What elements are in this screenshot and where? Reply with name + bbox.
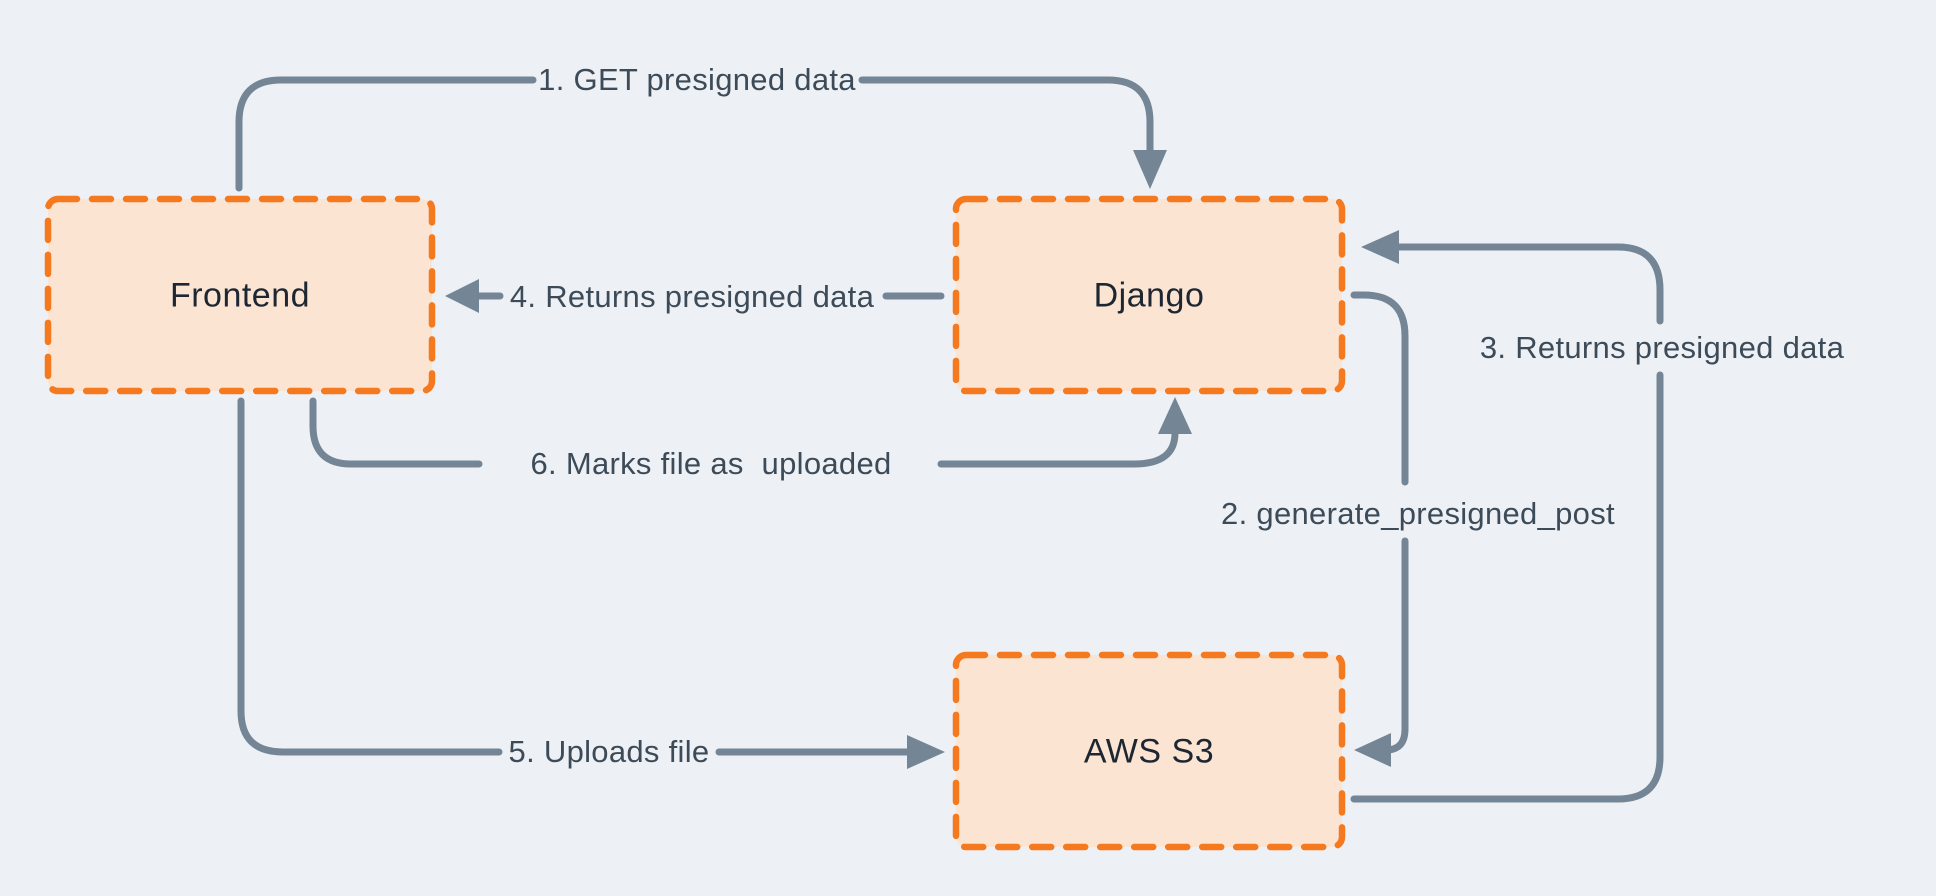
django-node-label: Django bbox=[1093, 276, 1205, 315]
frontend-node-box bbox=[44, 195, 436, 395]
edge-5-arrowhead-icon bbox=[907, 735, 945, 769]
edge-2-arrowhead-icon bbox=[1354, 733, 1391, 767]
aws-s3-node-label: AWS S3 bbox=[1083, 732, 1215, 771]
frontend-node-label: Frontend bbox=[169, 276, 311, 315]
edge-2-label: 2. generate_presigned_post bbox=[1221, 496, 1615, 531]
edge-1-segment-right bbox=[858, 76, 1154, 154]
edge-4-label: 4. Returns presigned data bbox=[509, 279, 875, 314]
edge-2-segment-bottom bbox=[1382, 537, 1409, 754]
edge-3-label: 3. Returns presigned data bbox=[1479, 330, 1845, 365]
edge-3-segment-bottom bbox=[1350, 371, 1664, 803]
edge-1-segment-left bbox=[235, 76, 537, 192]
edge-4-arrowhead-icon bbox=[445, 279, 479, 313]
edge-2-segment-top bbox=[1350, 291, 1409, 486]
django-node-box bbox=[952, 195, 1346, 395]
edge-3-arrowhead-icon bbox=[1361, 230, 1399, 264]
edge-6-label: 6. Marks file as uploaded bbox=[530, 446, 892, 481]
edge-6-arrowhead-icon bbox=[1158, 397, 1192, 434]
edge-1-arrowhead-icon bbox=[1133, 150, 1167, 189]
edge-5-label: 5. Uploads file bbox=[508, 734, 710, 769]
edge-1-label: 1. GET presigned data bbox=[538, 62, 856, 97]
edge-6-segment-left bbox=[309, 397, 483, 468]
edge-6-segment-right bbox=[937, 429, 1179, 468]
edge-3-segment-top bbox=[1393, 243, 1664, 325]
edge-5-segment-left bbox=[237, 397, 503, 756]
aws-s3-node-box bbox=[952, 651, 1346, 851]
